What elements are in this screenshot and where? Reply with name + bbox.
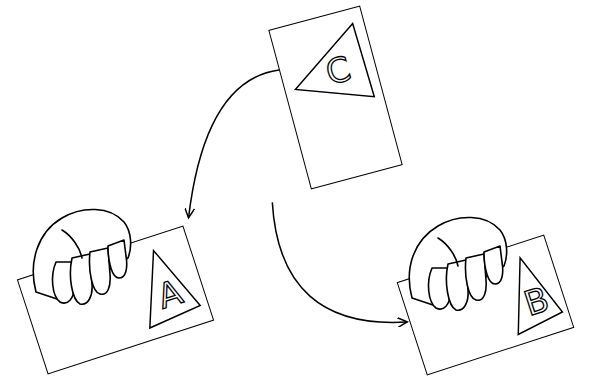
triangle-outline [496, 250, 565, 334]
card-letter: B [520, 281, 553, 321]
card: A [17, 225, 214, 374]
triangle-symbol [269, 7, 401, 189]
triangle-outline [127, 242, 202, 328]
card-letter: C [322, 51, 354, 90]
card: B [397, 234, 575, 375]
card: C [268, 6, 402, 190]
curved-arrow [272, 202, 407, 322]
curved-arrow [189, 70, 280, 218]
triangle-outline [283, 23, 375, 116]
card-letter: A [153, 274, 186, 314]
